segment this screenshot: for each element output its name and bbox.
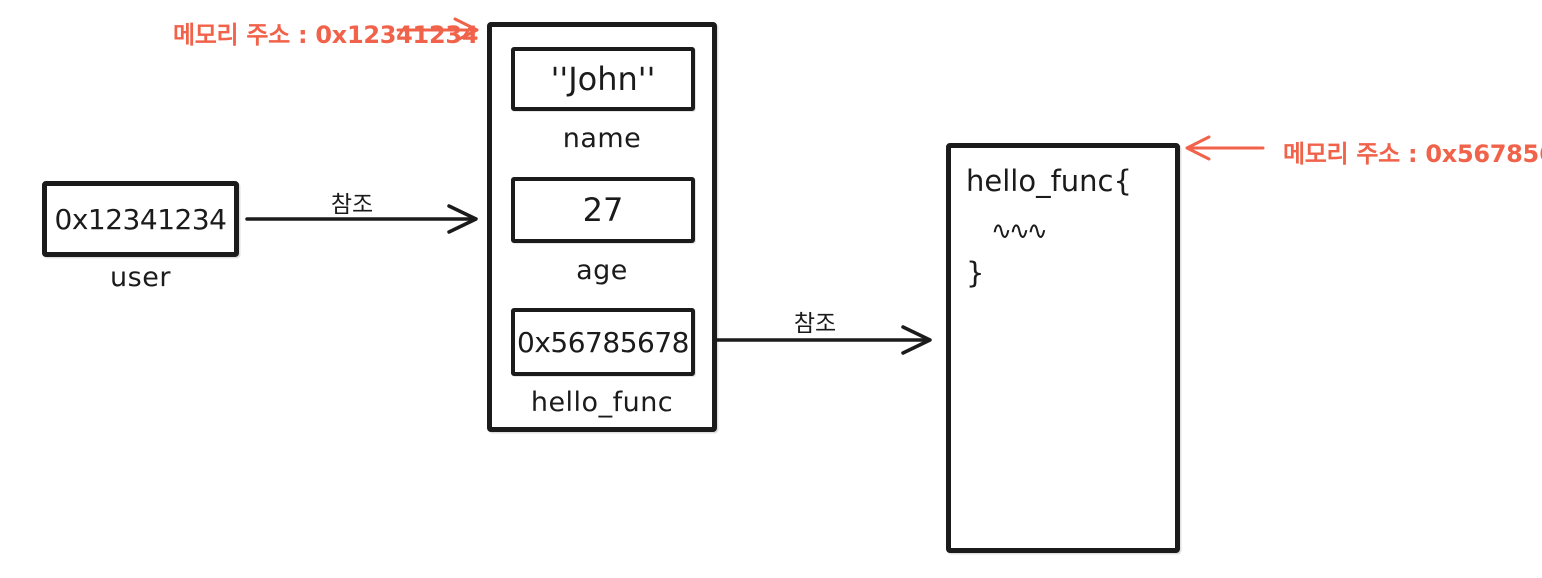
reference-label-user-to-object: 참조 [330, 192, 374, 218]
function-code-line-body: ∿∿∿ [991, 216, 1048, 245]
user-variable-box: 0x12341234 [42, 181, 239, 257]
function-code-line-open: hello_func{ [966, 164, 1132, 198]
object-field-hellofunc-label: hello_func [530, 387, 674, 418]
object-box: ''John'' name 27 age 0x56785678 hello_fu… [487, 22, 717, 432]
object-field-hellofunc-cell: 0x56785678 [511, 308, 695, 376]
object-field-name-cell: ''John'' [511, 47, 695, 111]
object-field-name-value: ''John'' [550, 60, 656, 98]
function-code-line-close: } [966, 256, 985, 290]
object-field-age-cell: 27 [511, 177, 695, 243]
object-field-age-value: 27 [582, 191, 624, 229]
object-field-age-label: age [576, 255, 628, 286]
object-field-name-label: name [562, 123, 642, 154]
function-address-arrow [1185, 135, 1265, 161]
user-variable-label: user [110, 262, 171, 293]
object-address-annotation: 메모리 주소 : 0x12341234 [173, 21, 479, 49]
user-variable-value: 0x12341234 [54, 202, 227, 236]
function-address-annotation: 메모리 주소 : 0x56785678 [1283, 140, 1542, 168]
reference-label-object-to-function: 참조 [793, 311, 837, 337]
function-box: hello_func{ ∿∿∿ } [946, 143, 1180, 553]
object-field-hellofunc-value: 0x56785678 [517, 325, 689, 359]
